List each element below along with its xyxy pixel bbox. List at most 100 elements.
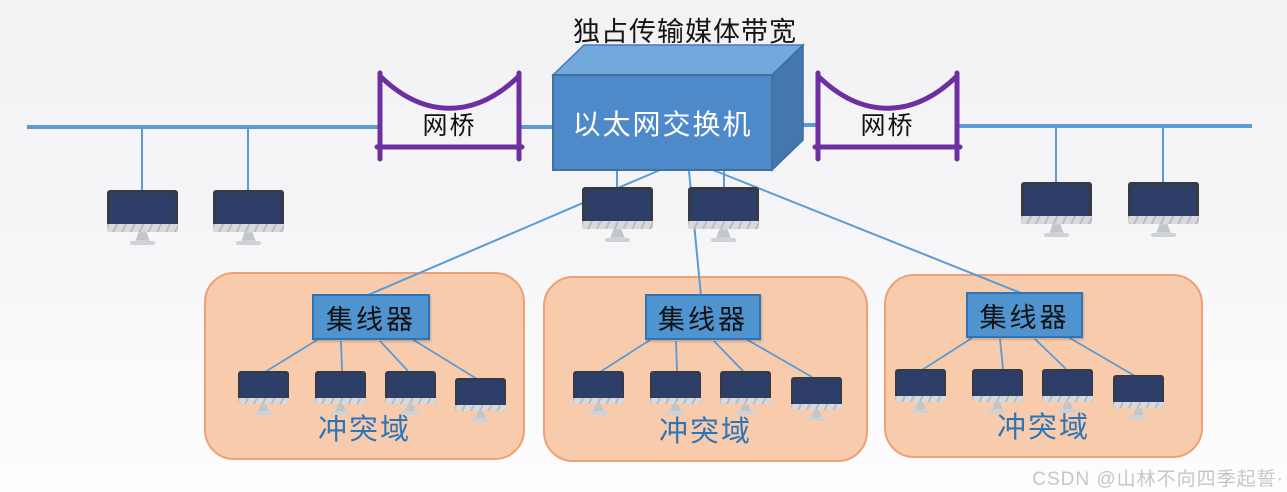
monitor-screen: [1115, 377, 1162, 402]
computer-monitor-icon: [1021, 182, 1092, 239]
monitor-stand: [241, 232, 256, 241]
monitor-screen: [974, 371, 1021, 396]
monitor-body: [791, 377, 842, 411]
monitor-base: [235, 240, 262, 246]
monitor-chin: [573, 397, 624, 405]
monitor-body: [385, 371, 436, 405]
monitor-stand: [1156, 224, 1171, 233]
monitor-chin: [1042, 395, 1093, 403]
monitor-base: [604, 237, 631, 243]
computer-monitor-icon: [895, 369, 946, 414]
hub-label: 集线器: [979, 302, 1070, 333]
collision-domain-label: 冲突域: [658, 416, 752, 448]
monitor-body: [688, 187, 759, 230]
monitor-chin: [1128, 215, 1199, 225]
monitor-stand: [1049, 224, 1064, 233]
monitor-screen: [691, 189, 756, 221]
bridge-right-label: 网桥: [860, 113, 915, 140]
computer-monitor-icon: [1128, 182, 1199, 239]
diagram-title: 独占传输媒体带宽: [573, 17, 797, 47]
computer-monitor-icon: [650, 371, 701, 416]
monitor-body: [315, 371, 366, 405]
monitor-body: [895, 369, 946, 403]
computer-monitor-icon: [688, 187, 759, 244]
hub-box-left: 集线器: [312, 294, 430, 340]
hub-label: 集线器: [658, 304, 748, 335]
monitor-stand: [135, 232, 150, 241]
monitor-stand: [1062, 402, 1073, 410]
monitor-chin: [213, 223, 284, 233]
monitor-base: [589, 411, 608, 415]
computer-monitor-icon: [385, 371, 436, 416]
monitor-stand: [258, 404, 269, 412]
bridge-left-label: 网桥: [422, 113, 477, 140]
monitor-base: [1043, 232, 1070, 238]
monitor-screen: [1044, 371, 1091, 396]
monitor-screen: [897, 371, 944, 396]
monitor-stand: [740, 404, 751, 412]
collision-domain-label: 冲突域: [317, 414, 411, 446]
monitor-base: [1058, 409, 1077, 413]
monitor-base: [331, 411, 350, 415]
monitor-screen: [387, 373, 434, 398]
monitor-body: [238, 371, 289, 405]
monitor-base: [666, 411, 685, 415]
monitor-chin: [972, 395, 1023, 403]
monitor-body: [582, 187, 653, 230]
monitor-base: [129, 240, 156, 246]
collision-domain-label: 冲突域: [996, 412, 1090, 444]
monitor-chin: [455, 404, 506, 412]
monitor-chin: [315, 397, 366, 405]
monitor-body: [1128, 182, 1199, 225]
monitor-screen: [317, 373, 364, 398]
monitor-base: [988, 409, 1007, 413]
monitor-body: [455, 378, 506, 412]
monitor-chin: [895, 395, 946, 403]
monitor-chin: [1021, 215, 1092, 225]
monitor-screen: [722, 373, 769, 398]
computer-monitor-icon: [791, 377, 842, 422]
monitor-body: [107, 190, 178, 233]
monitor-stand: [811, 410, 822, 418]
computer-monitor-icon: [107, 190, 178, 247]
monitor-base: [1129, 415, 1148, 419]
monitor-stand: [992, 402, 1003, 410]
monitor-chin: [1113, 401, 1164, 409]
monitor-screen: [457, 380, 504, 405]
monitor-stand: [670, 404, 681, 412]
monitor-chin: [107, 223, 178, 233]
computer-monitor-icon: [455, 378, 506, 423]
monitor-screen: [240, 373, 287, 398]
monitor-base: [807, 417, 826, 421]
hub-box-center: 集线器: [645, 294, 761, 340]
monitor-body: [1113, 375, 1164, 409]
monitor-body: [213, 190, 284, 233]
monitor-chin: [650, 397, 701, 405]
monitor-screen: [1131, 184, 1196, 216]
monitor-body: [1042, 369, 1093, 403]
monitor-stand: [593, 404, 604, 412]
computer-monitor-icon: [1113, 375, 1164, 420]
watermark-text: CSDN @山林不向四季起誓·: [1032, 469, 1284, 490]
monitor-stand: [915, 402, 926, 410]
monitor-stand: [610, 229, 625, 238]
monitor-screen: [110, 192, 175, 224]
monitor-base: [736, 411, 755, 415]
monitor-stand: [335, 404, 346, 412]
computer-monitor-icon: [238, 371, 289, 416]
hub-label: 集线器: [326, 304, 416, 335]
monitor-stand: [475, 411, 486, 419]
monitor-body: [1021, 182, 1092, 225]
monitor-base: [254, 411, 273, 415]
computer-monitor-icon: [582, 187, 653, 244]
hub-box-right: 集线器: [966, 292, 1083, 338]
monitor-screen: [575, 373, 622, 398]
monitor-base: [1150, 232, 1177, 238]
computer-monitor-icon: [1042, 369, 1093, 414]
computer-monitor-icon: [972, 369, 1023, 414]
monitor-chin: [688, 220, 759, 230]
monitor-stand: [716, 229, 731, 238]
computer-monitor-icon: [213, 190, 284, 247]
monitor-screen: [216, 192, 281, 224]
